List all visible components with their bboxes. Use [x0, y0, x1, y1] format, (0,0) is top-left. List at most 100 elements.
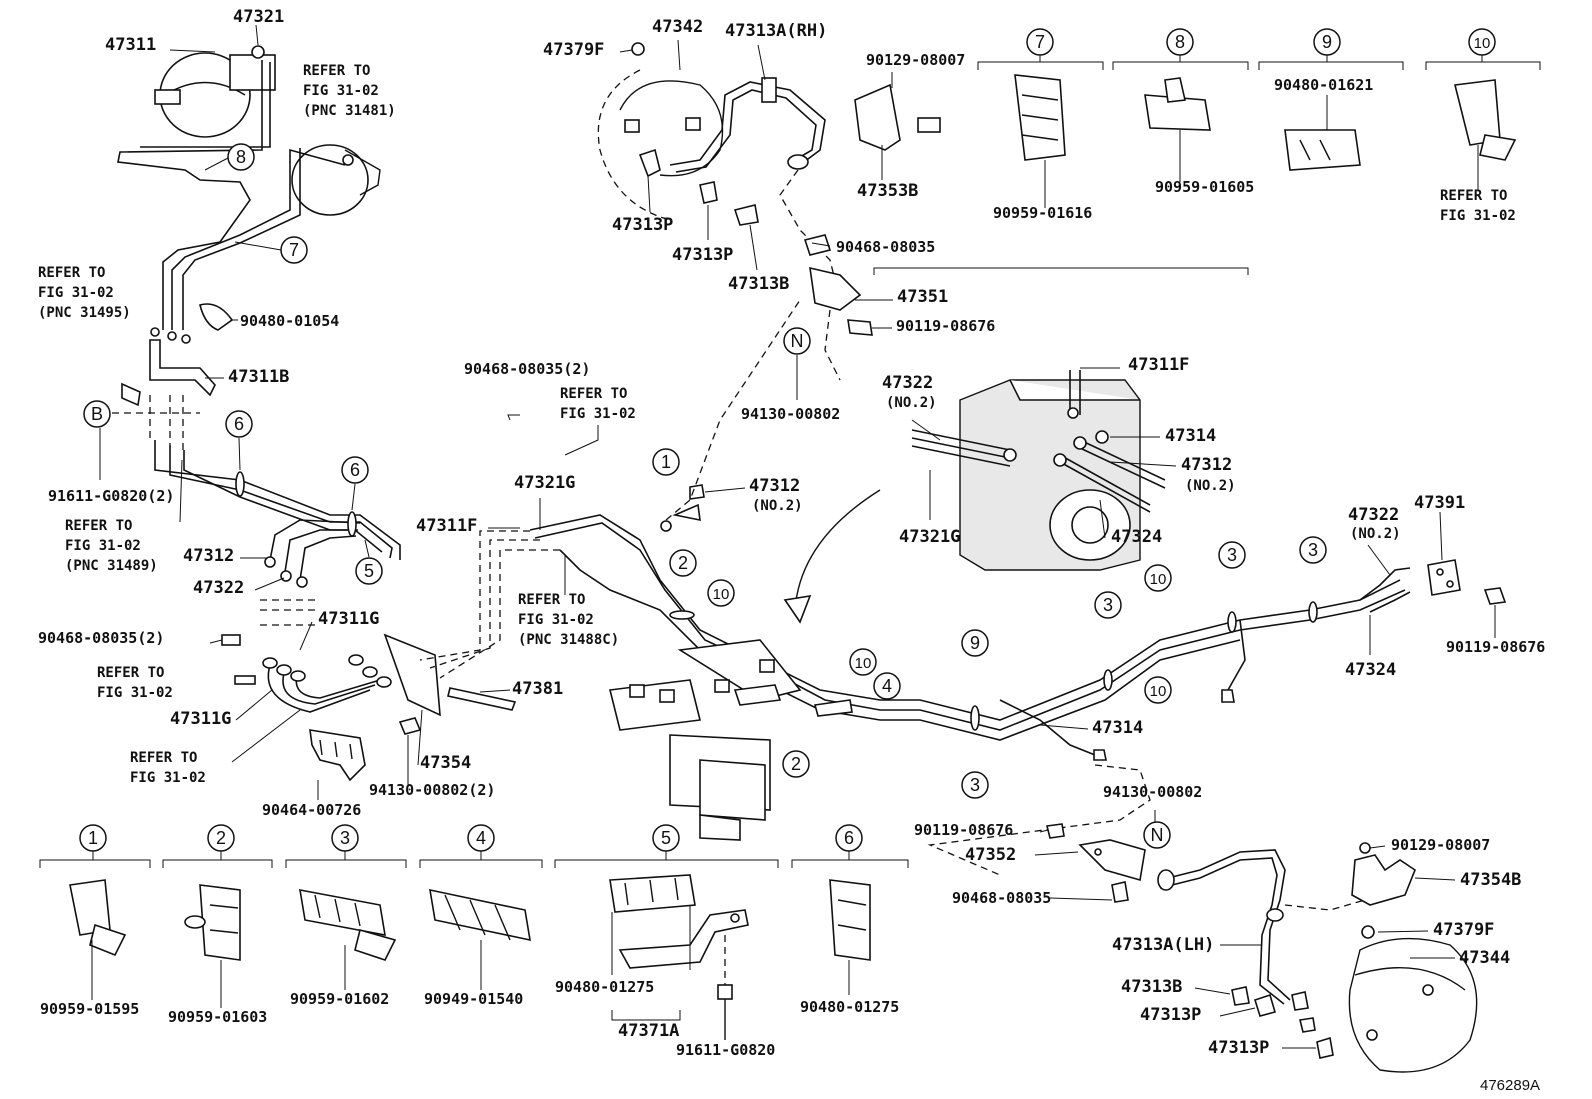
- part-label-l3: 47342: [652, 17, 703, 37]
- part-label-l54: 90468-08035: [952, 889, 1051, 907]
- callout-c19: 3: [1218, 541, 1246, 569]
- part-label-l50: 90119-08676: [914, 821, 1013, 839]
- legend-number-g2: 2: [207, 824, 235, 852]
- svg-text:8: 8: [1175, 32, 1185, 52]
- part-label-l38: 47322: [193, 578, 244, 598]
- part-label-l42: 47324: [1345, 660, 1396, 680]
- part-label-l11: 90959-01605: [1155, 178, 1254, 196]
- part-label-l68: 90480-01275: [800, 998, 899, 1016]
- part-label-l34: (NO.2): [1350, 526, 1401, 542]
- part-label-l12: 90480-01621: [1274, 76, 1373, 94]
- brake-booster: [154, 45, 276, 138]
- svg-text:6: 6: [350, 460, 360, 480]
- svg-text:2: 2: [678, 553, 688, 573]
- part-label-l65: 90480-01275: [555, 978, 654, 996]
- clamp-90959-01603: [184, 884, 241, 1008]
- nut-94130-00802: [398, 717, 422, 735]
- mid-left-pipes: [154, 440, 401, 581]
- part-label-l46: 47354: [420, 753, 471, 773]
- callout-c2: 7: [280, 236, 308, 264]
- legend-number-g7: 7: [1026, 28, 1054, 56]
- svg-text:10: 10: [1474, 35, 1491, 52]
- center-dashed-guides: [419, 530, 560, 679]
- part-label-l59: 47313P: [1140, 1005, 1201, 1025]
- clamp-90480-01621: [1284, 95, 1361, 171]
- part-label-l43: 47381: [512, 679, 563, 699]
- part-label-l30: 47311F: [416, 516, 477, 536]
- part-label-l10: 90959-01616: [993, 204, 1092, 222]
- legend-number-g5: 5: [652, 824, 680, 852]
- callout-c16: 3: [1094, 591, 1122, 619]
- left-manifold-fittings: [221, 556, 517, 717]
- svg-text:9: 9: [970, 633, 980, 653]
- callout-c10: 10: [707, 579, 735, 607]
- left-bracket-47311b: [121, 303, 234, 407]
- part-label-l4: 47313A(RH): [725, 21, 827, 41]
- part-label-l22: (NO.2): [886, 395, 937, 411]
- abs-actuator-inset: [873, 267, 1249, 571]
- clamp-90949-01540: [429, 888, 531, 990]
- part-label-l5: 47379F: [543, 40, 604, 60]
- clamp-47311f-top: [1454, 79, 1517, 190]
- part-label-l24: 47312: [1181, 455, 1232, 475]
- svg-text:5: 5: [364, 561, 374, 581]
- svg-text:2: 2: [216, 828, 226, 848]
- part-label-l62: 90959-01603: [168, 1008, 267, 1026]
- svg-text:6: 6: [234, 414, 244, 434]
- clamp-90959-01595: [69, 879, 127, 1000]
- svg-text:4: 4: [882, 676, 892, 696]
- part-label-l63: 90959-01602: [290, 990, 389, 1008]
- part-label-l9: 47353B: [857, 181, 918, 201]
- svg-text:10: 10: [855, 655, 872, 672]
- part-label-l49: 90464-00726: [262, 801, 361, 819]
- part-label-l47: 94130-00802(2): [369, 781, 495, 799]
- part-label-l32: 47324: [1111, 527, 1162, 547]
- clamp-90959-01616: [1014, 74, 1066, 208]
- callout-c3: B: [83, 400, 111, 428]
- callout-c14: 9: [961, 629, 989, 657]
- svg-text:9: 9: [1322, 32, 1332, 52]
- legend-number-g1: 1: [79, 824, 107, 852]
- svg-text:3: 3: [1103, 595, 1113, 615]
- svg-text:N: N: [791, 331, 804, 351]
- svg-text:10: 10: [1150, 683, 1167, 700]
- front-right-brake-hose: [638, 77, 941, 281]
- part-label-l39: 47311G: [318, 609, 379, 629]
- part-label-l23: 47314: [1165, 426, 1216, 446]
- part-label-l7: 47313P: [612, 215, 673, 235]
- svg-text:7: 7: [289, 240, 299, 260]
- part-label-l18: 90480-01054: [240, 312, 339, 330]
- callout-c13: 2: [782, 750, 810, 778]
- master-cylinder: [291, 144, 381, 216]
- part-label-l52: 47352: [965, 845, 1016, 865]
- part-label-l35: 47391: [1414, 493, 1465, 513]
- part-label-l27: 47312: [749, 476, 800, 496]
- bracket-47351: [803, 234, 873, 381]
- part-label-l44: 47311G: [170, 709, 231, 729]
- part-label-l15: 47351: [897, 287, 948, 307]
- center-valve-blocks: [609, 639, 853, 841]
- callout-c7: N: [783, 327, 811, 355]
- svg-text:N: N: [1151, 825, 1164, 845]
- legend-number-g10: 10: [1468, 28, 1496, 56]
- svg-text:4: 4: [476, 828, 486, 848]
- callout-c5: 6: [341, 456, 369, 484]
- part-label-l48: 94130-00802: [1103, 783, 1202, 801]
- clamp-legend-numbers: 7 8 9 10 1 2 3 4 5 6: [79, 28, 1496, 852]
- svg-text:3: 3: [970, 775, 980, 795]
- part-label-l64: 90949-01540: [424, 990, 523, 1008]
- leader-lines: [99, 24, 1496, 1049]
- right-bracket-47391: [1427, 559, 1507, 605]
- left-dashed-guides: [112, 395, 200, 450]
- legend-number-g6: 6: [835, 824, 863, 852]
- clamp-90464-00726: [309, 729, 366, 782]
- part-label-l19: 47311B: [228, 367, 289, 387]
- part-label-l33: 47322: [1348, 505, 1399, 525]
- legend-number-g4: 4: [467, 824, 495, 852]
- clamp-90480-01275: [829, 879, 871, 995]
